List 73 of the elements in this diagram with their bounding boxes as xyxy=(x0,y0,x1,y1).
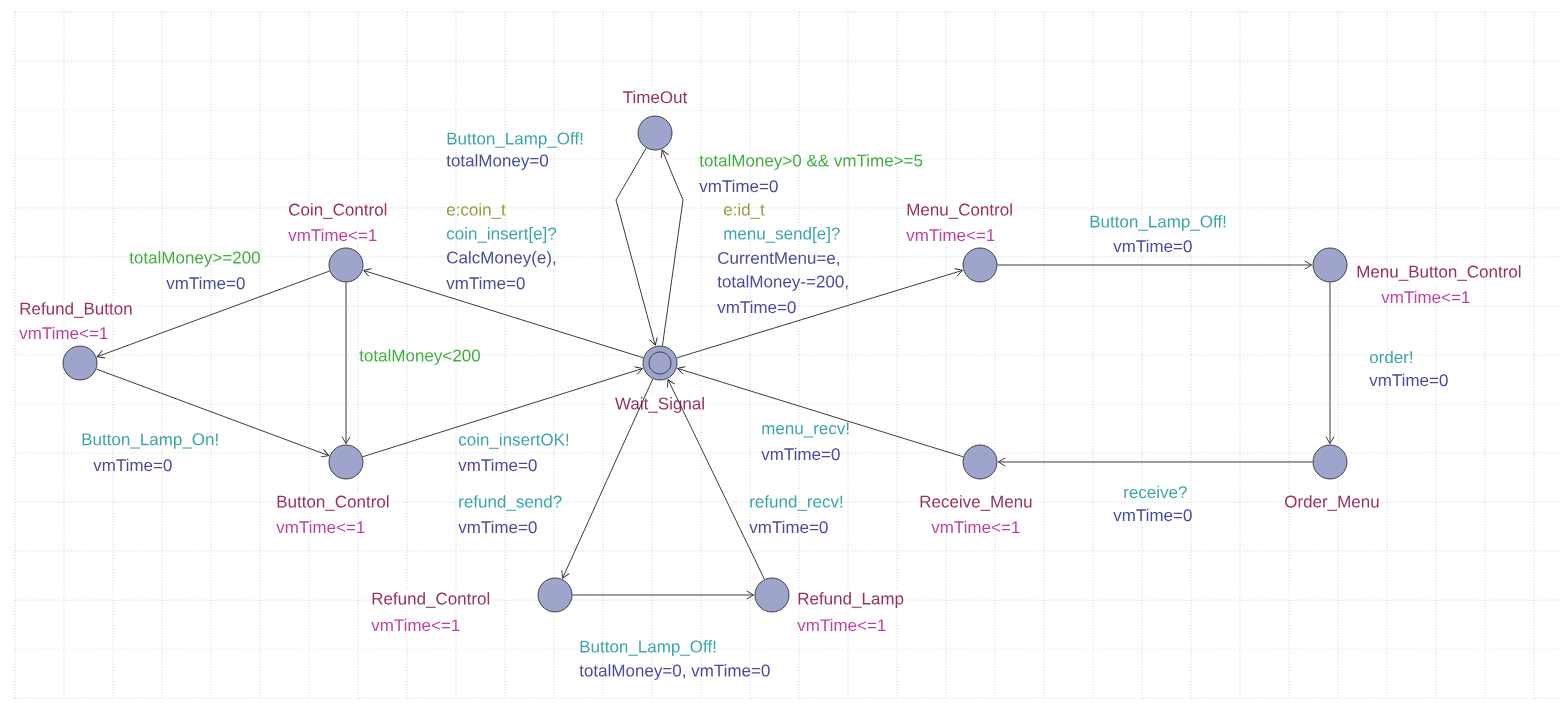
update-text: CalcMoney(e), xyxy=(447,251,556,267)
invariant-label: vmTime<=1 xyxy=(275,519,367,535)
invariant-label: vmTime<=1 xyxy=(930,519,1022,535)
channel-text: refund_send? xyxy=(459,495,562,511)
channel-text: coin_insert[e]? xyxy=(446,227,557,243)
arrow xyxy=(676,268,963,359)
channel-text: menu_recv! xyxy=(762,422,849,438)
arrow xyxy=(95,368,330,458)
update-text: CurrentMenu=e, xyxy=(718,251,839,266)
update-text: vmTime=0 xyxy=(93,458,172,472)
state-circle xyxy=(962,444,998,480)
guard-text: totalMoney>0 && vmTime>=5 xyxy=(699,154,923,170)
arrow xyxy=(561,378,654,579)
state-name: Menu_Control xyxy=(905,202,1014,220)
state-circle xyxy=(642,345,678,381)
channel-text: coin_insertOK! xyxy=(458,433,569,449)
update-text: vmTime=0 xyxy=(458,458,537,472)
invariant-label: vmTime<=1 xyxy=(1380,289,1472,305)
arrow xyxy=(677,366,964,458)
state-circle xyxy=(62,345,98,381)
state-name: Coin_Control xyxy=(287,202,389,220)
channel-text: refund_recv! xyxy=(750,495,843,511)
arrow xyxy=(96,270,331,359)
update-text: vmTime=0 xyxy=(446,276,525,290)
channel-text: receive? xyxy=(1124,485,1187,499)
update-text: vmTime=0 xyxy=(1113,508,1192,522)
arrow xyxy=(997,457,1313,467)
invariant-label: vmTime<=1 xyxy=(370,617,462,633)
update-text: totalMoney=0 xyxy=(446,154,549,170)
state-circle xyxy=(1312,444,1348,480)
state-name: Button_Control xyxy=(275,494,391,512)
select-text: e:id_t xyxy=(723,203,765,219)
channel-text: menu_send[e]? xyxy=(724,227,840,243)
select-text: e:coin_t xyxy=(446,203,506,219)
state-name: Refund_Button xyxy=(18,301,134,319)
arrow xyxy=(666,379,765,580)
invariant-label: vmTime<=1 xyxy=(905,227,997,243)
guard-text: totalMoney<200 xyxy=(359,349,480,365)
state-name: TimeOut xyxy=(621,89,689,105)
invariant-label: vmTime<=1 xyxy=(287,227,379,243)
update-text: vmTime=0 xyxy=(699,179,778,193)
state-circle xyxy=(1312,247,1348,283)
state-circle xyxy=(328,247,364,283)
arrow xyxy=(615,147,658,346)
state-circle xyxy=(328,444,364,480)
arrow xyxy=(660,149,684,347)
arrow xyxy=(997,260,1313,270)
invariant-label: vmTime<=1 xyxy=(796,617,888,633)
arrow xyxy=(1325,282,1335,445)
state-name: Order_Menu xyxy=(1283,494,1381,512)
invariant-label: vmTime<=1 xyxy=(18,325,110,341)
channel-text: order! xyxy=(1369,350,1413,364)
state-circle xyxy=(637,115,673,151)
guard-text: totalMoney>=200 xyxy=(129,251,260,267)
arrow xyxy=(362,366,643,458)
state-circle xyxy=(962,247,998,283)
arrow xyxy=(341,282,351,445)
state-circle xyxy=(537,577,573,613)
channel-text: Button_Lamp_Off! xyxy=(580,640,716,656)
update-text: vmTime=0 xyxy=(1369,373,1448,387)
state-name: Receive_Menu xyxy=(918,494,1034,512)
update-text: vmTime=0 xyxy=(166,276,245,290)
arrow xyxy=(363,268,644,359)
channel-text: Button_Lamp_Off! xyxy=(1090,215,1226,231)
state-name: Refund_Lamp xyxy=(796,591,905,609)
state-name: Refund_Control xyxy=(370,591,492,609)
arrow xyxy=(572,590,755,600)
state-name: Menu_Button_Control xyxy=(1355,264,1523,282)
update-text: totalMoney=0, vmTime=0 xyxy=(579,664,770,680)
state-circle xyxy=(754,577,790,613)
update-text: vmTime=0 xyxy=(1113,239,1192,253)
update-text: totalMoney-=200, xyxy=(717,275,848,291)
update-text: vmTime=0 xyxy=(761,447,840,461)
